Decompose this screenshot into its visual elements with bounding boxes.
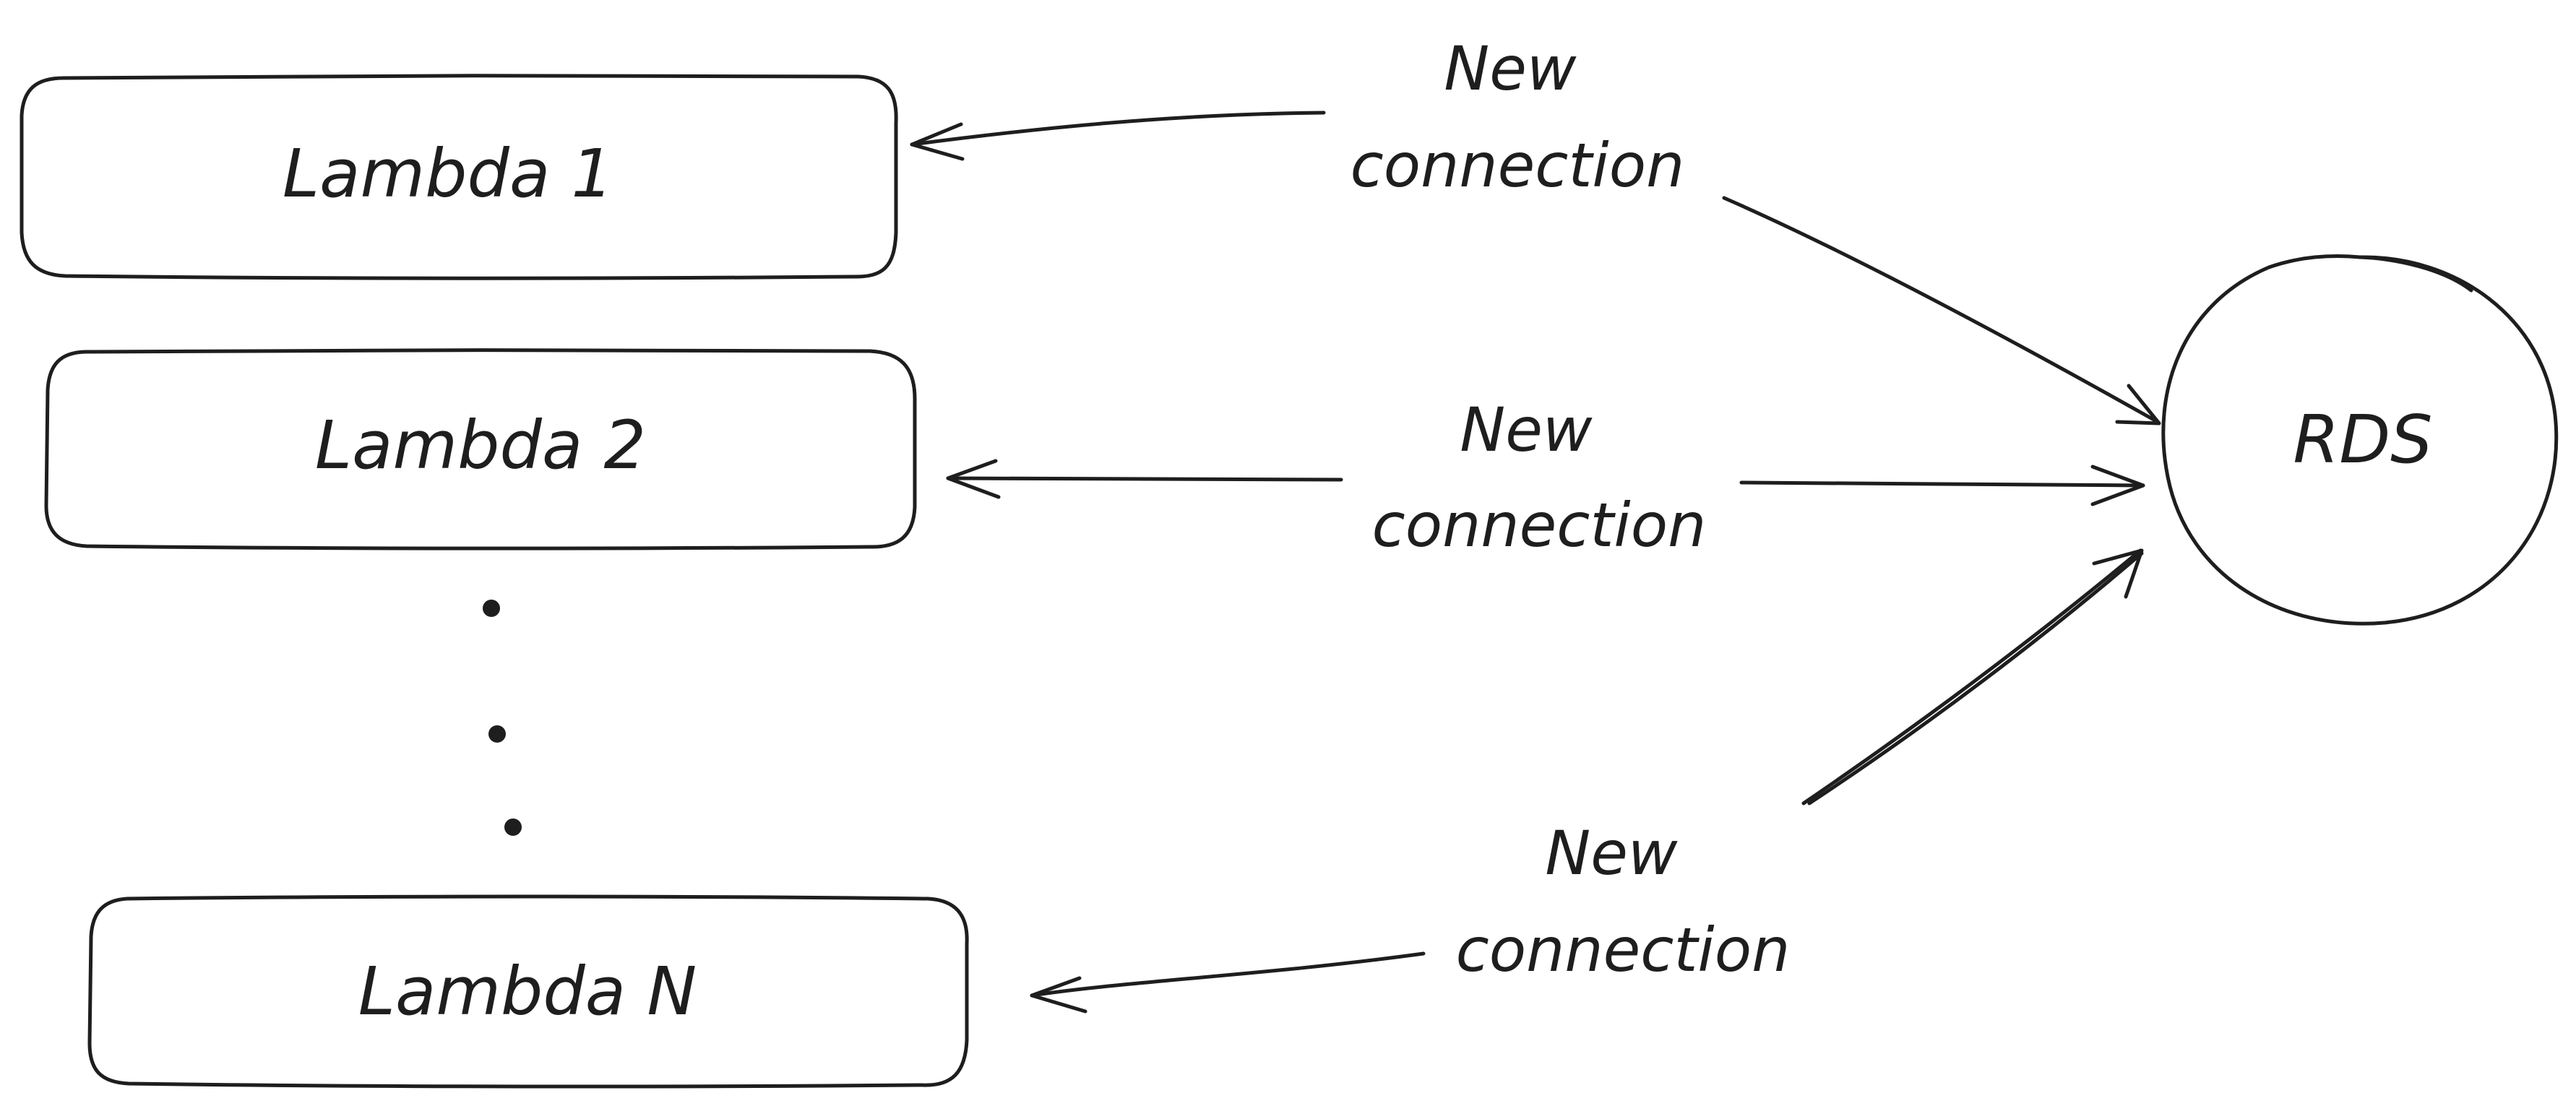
lambda-2-box	[44, 348, 917, 550]
edge-2-line-right	[1739, 480, 2145, 488]
rds-label: RDS	[2293, 401, 2432, 478]
edge-2-arrowhead-rds	[2090, 465, 2145, 506]
edge-3-arrowhead-rds	[2092, 548, 2144, 599]
dot-1	[483, 600, 500, 617]
edge-1-arrowhead-lambda	[910, 122, 965, 161]
edge-2-label-line-2: connection	[1372, 490, 1707, 561]
dot-3	[504, 818, 522, 836]
edge-rds-lambda-1: New connection	[910, 33, 2161, 425]
lambda-1-label: Lambda 1	[283, 135, 613, 212]
edge-rds-lambda-2: New connection	[946, 394, 2145, 561]
edge-1-arrowhead-rds	[2115, 384, 2161, 425]
edge-3-arrowhead-lambda	[1030, 976, 1087, 1014]
rds-node[interactable]: RDS	[2161, 254, 2559, 626]
edge-1-line-right	[1722, 196, 2160, 424]
rds-circle	[2161, 254, 2559, 626]
lambda-n-box	[87, 894, 969, 1089]
edge-3-label-line-2: connection	[1456, 915, 1791, 985]
lambda-2-node[interactable]: Lambda 2	[44, 348, 917, 550]
edge-2-line-left	[946, 476, 1343, 482]
lambda-1-node[interactable]: Lambda 1	[20, 74, 898, 280]
dot-2	[488, 725, 506, 743]
lambda-n-label: Lambda N	[358, 953, 697, 1030]
edge-1-line-left	[910, 111, 1326, 147]
edge-3-line-right	[1801, 548, 2142, 805]
lambda-n-node[interactable]: Lambda N	[87, 894, 969, 1089]
ellipsis-dots	[483, 600, 522, 836]
lambda-2-label: Lambda 2	[315, 407, 646, 484]
edge-3-label-line-1: New	[1545, 818, 1678, 889]
edge-1-label-line-1: New	[1444, 33, 1577, 104]
edge-2-arrowhead-lambda	[946, 459, 1001, 499]
rds-circle-overlap	[2358, 255, 2473, 293]
edge-1-label-line-2: connection	[1351, 130, 1685, 201]
edge-2-label-line-1: New	[1460, 394, 1593, 465]
edge-3-line-left	[1030, 951, 1426, 998]
lambda-1-box	[20, 74, 898, 280]
edge-rds-lambda-n: New connection	[1030, 548, 2144, 1014]
edge-3-line-right-double	[1807, 551, 2144, 805]
